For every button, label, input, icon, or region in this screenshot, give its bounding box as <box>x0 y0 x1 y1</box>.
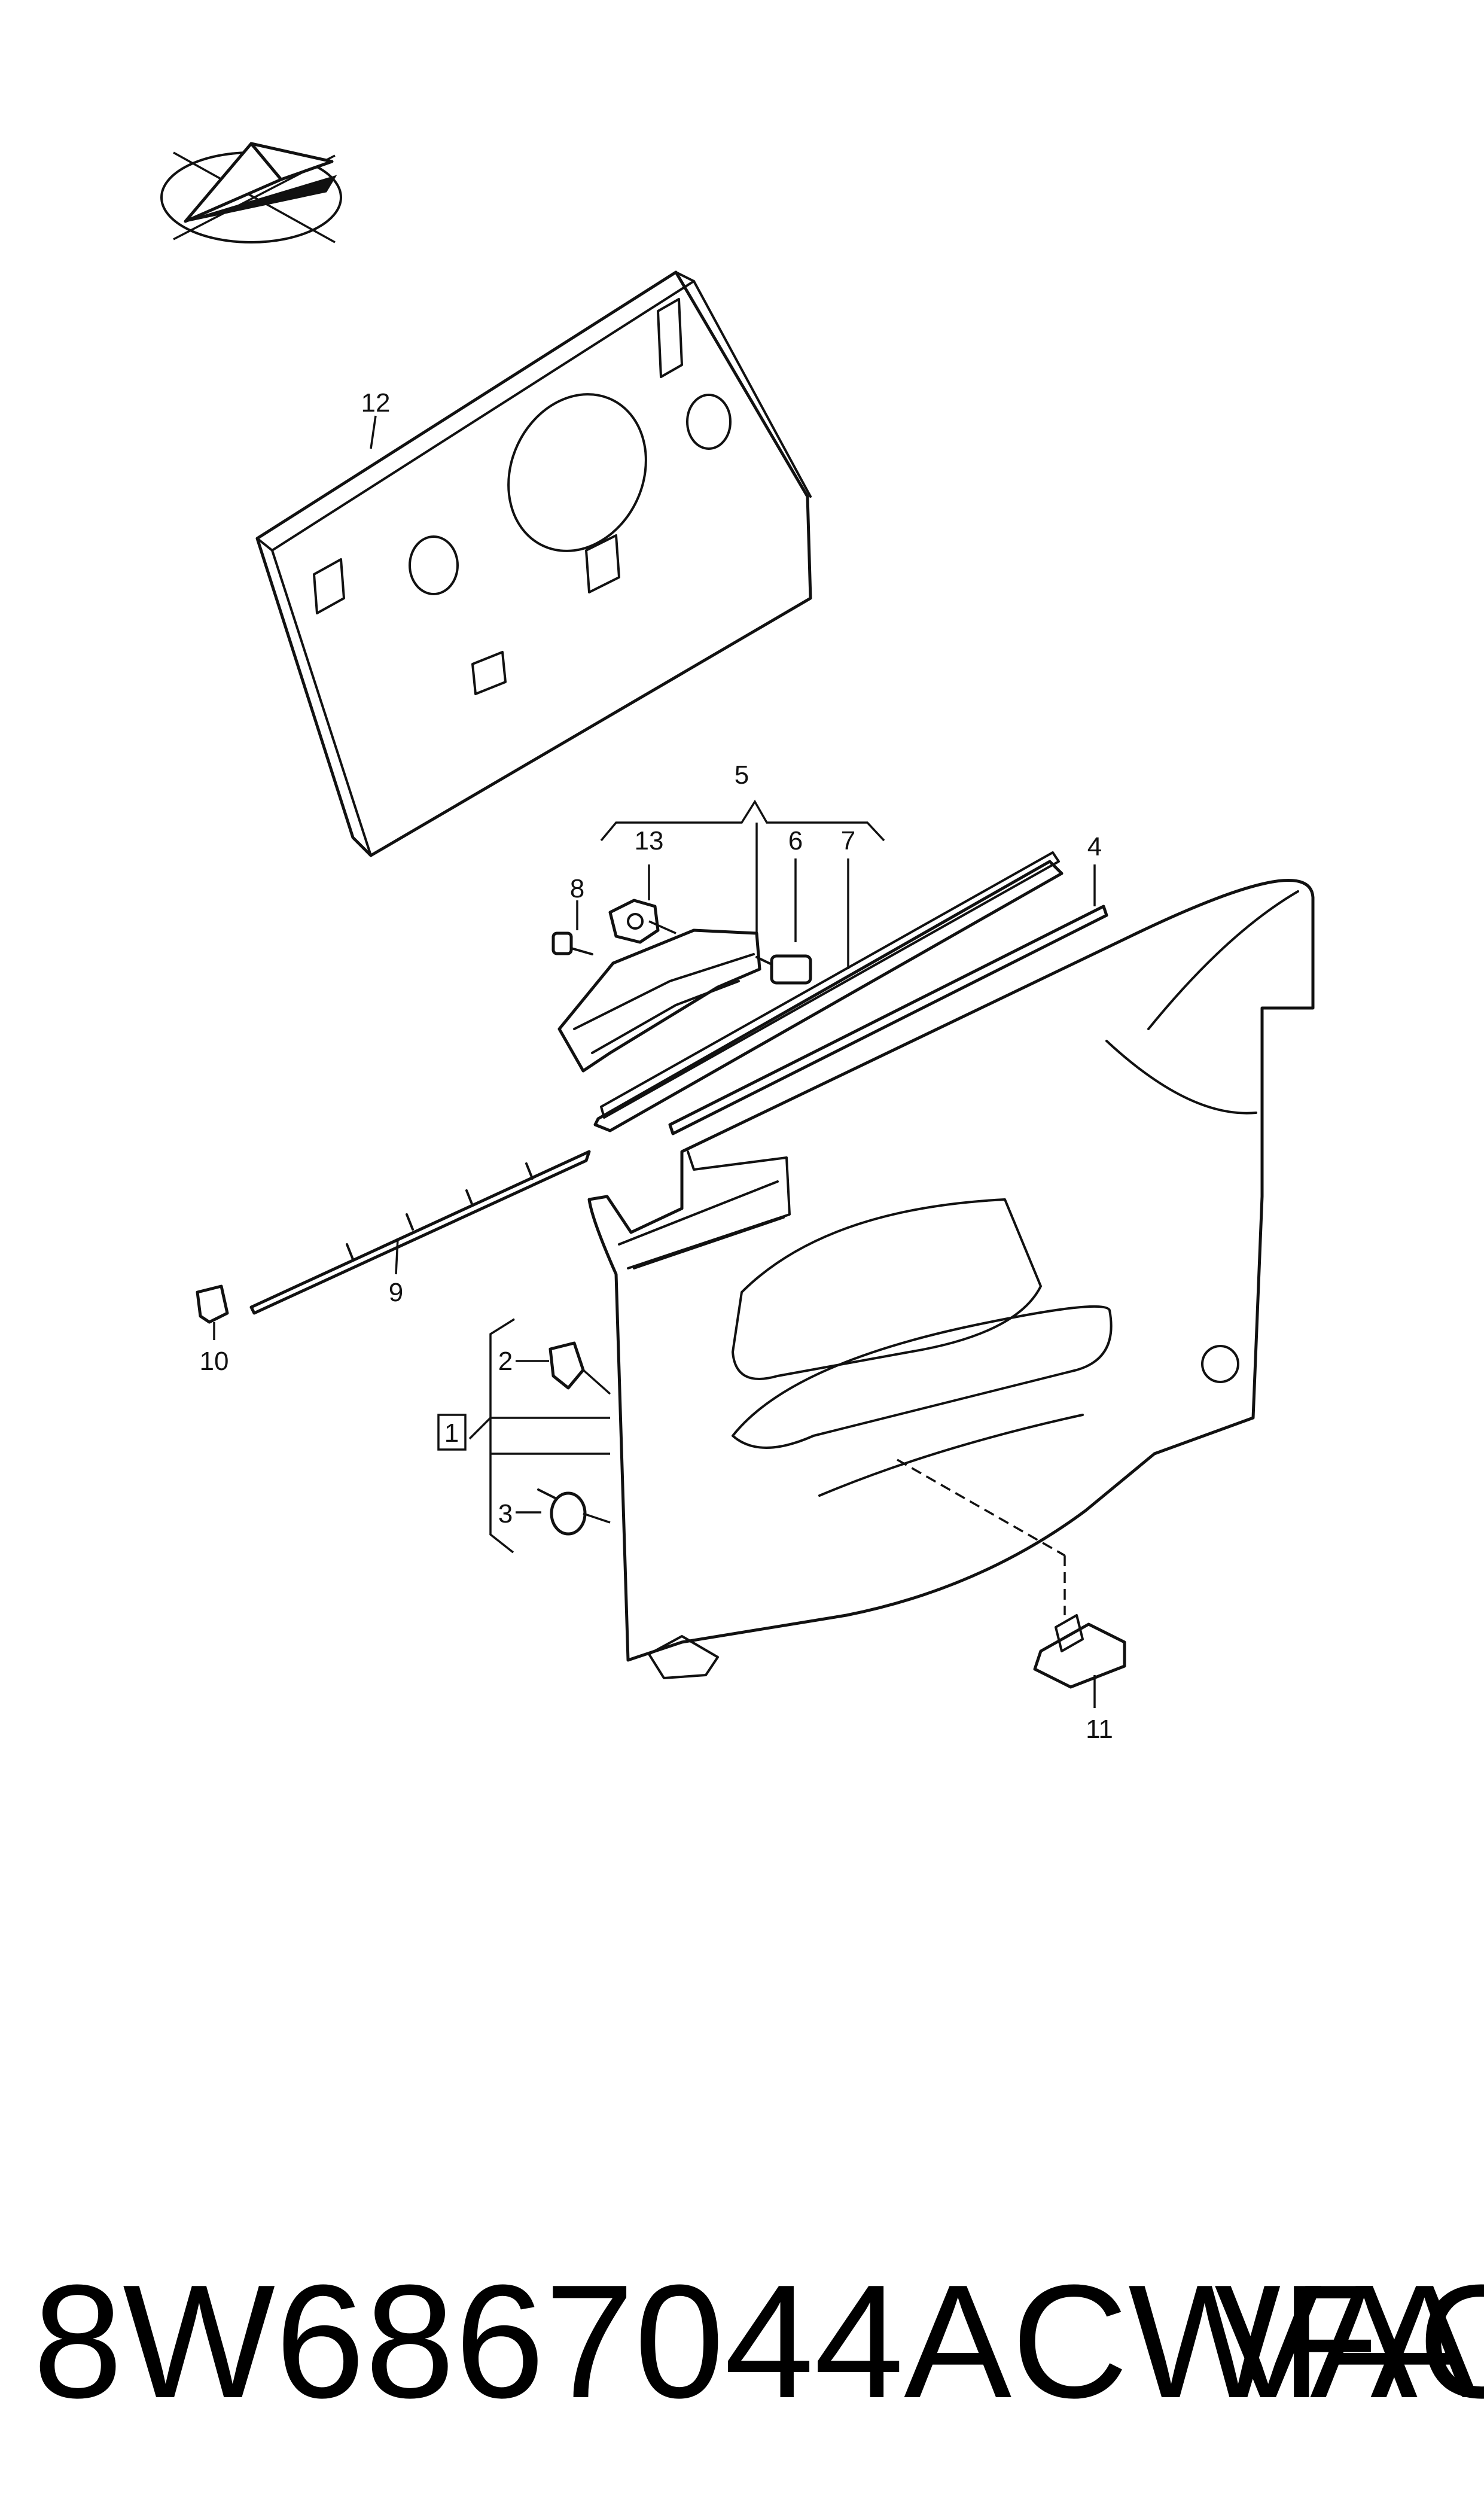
callout-7: 7 <box>841 826 855 855</box>
window-strip-part-7 <box>593 851 1064 1132</box>
callout-11: 11 <box>1086 1715 1113 1744</box>
callout-1: 1 <box>444 1418 459 1448</box>
screw-part-8 <box>551 900 593 955</box>
part-number: 8W6867044ACWFA <box>33 2252 1479 2432</box>
switch-housing-part-11 <box>897 1459 1126 1708</box>
insulation-panel-part <box>255 270 812 857</box>
callout-2: 2 <box>498 1347 513 1376</box>
end-cap-part-10 <box>196 1284 229 1340</box>
callout-8: 8 <box>570 874 584 903</box>
highlight-box <box>437 1414 467 1451</box>
window-bracket-part <box>557 928 812 1073</box>
callout-5: 5 <box>735 760 749 790</box>
trim-strip-part-9 <box>249 1150 591 1315</box>
callout-3: 3 <box>498 1499 513 1529</box>
callout-10: 10 <box>200 1347 229 1376</box>
fastener-part-3 <box>516 1488 611 1536</box>
clip-part-2 <box>516 1341 611 1395</box>
part-1-bracket <box>437 1318 610 1554</box>
door-trim-panel <box>587 879 1315 1679</box>
callout-9: 9 <box>389 1278 403 1307</box>
callout-4: 4 <box>1087 832 1102 861</box>
callout-13: 13 <box>635 826 664 855</box>
seal-strip-part-4 <box>668 864 1108 1135</box>
compass-arrow-icon <box>160 142 342 243</box>
callout-12: 12 <box>361 388 391 418</box>
part-5-bracket <box>600 799 885 969</box>
clip-part-13 <box>608 864 677 944</box>
brand-label: VAG <box>1214 2252 1484 2432</box>
callout-6: 6 <box>788 826 803 855</box>
